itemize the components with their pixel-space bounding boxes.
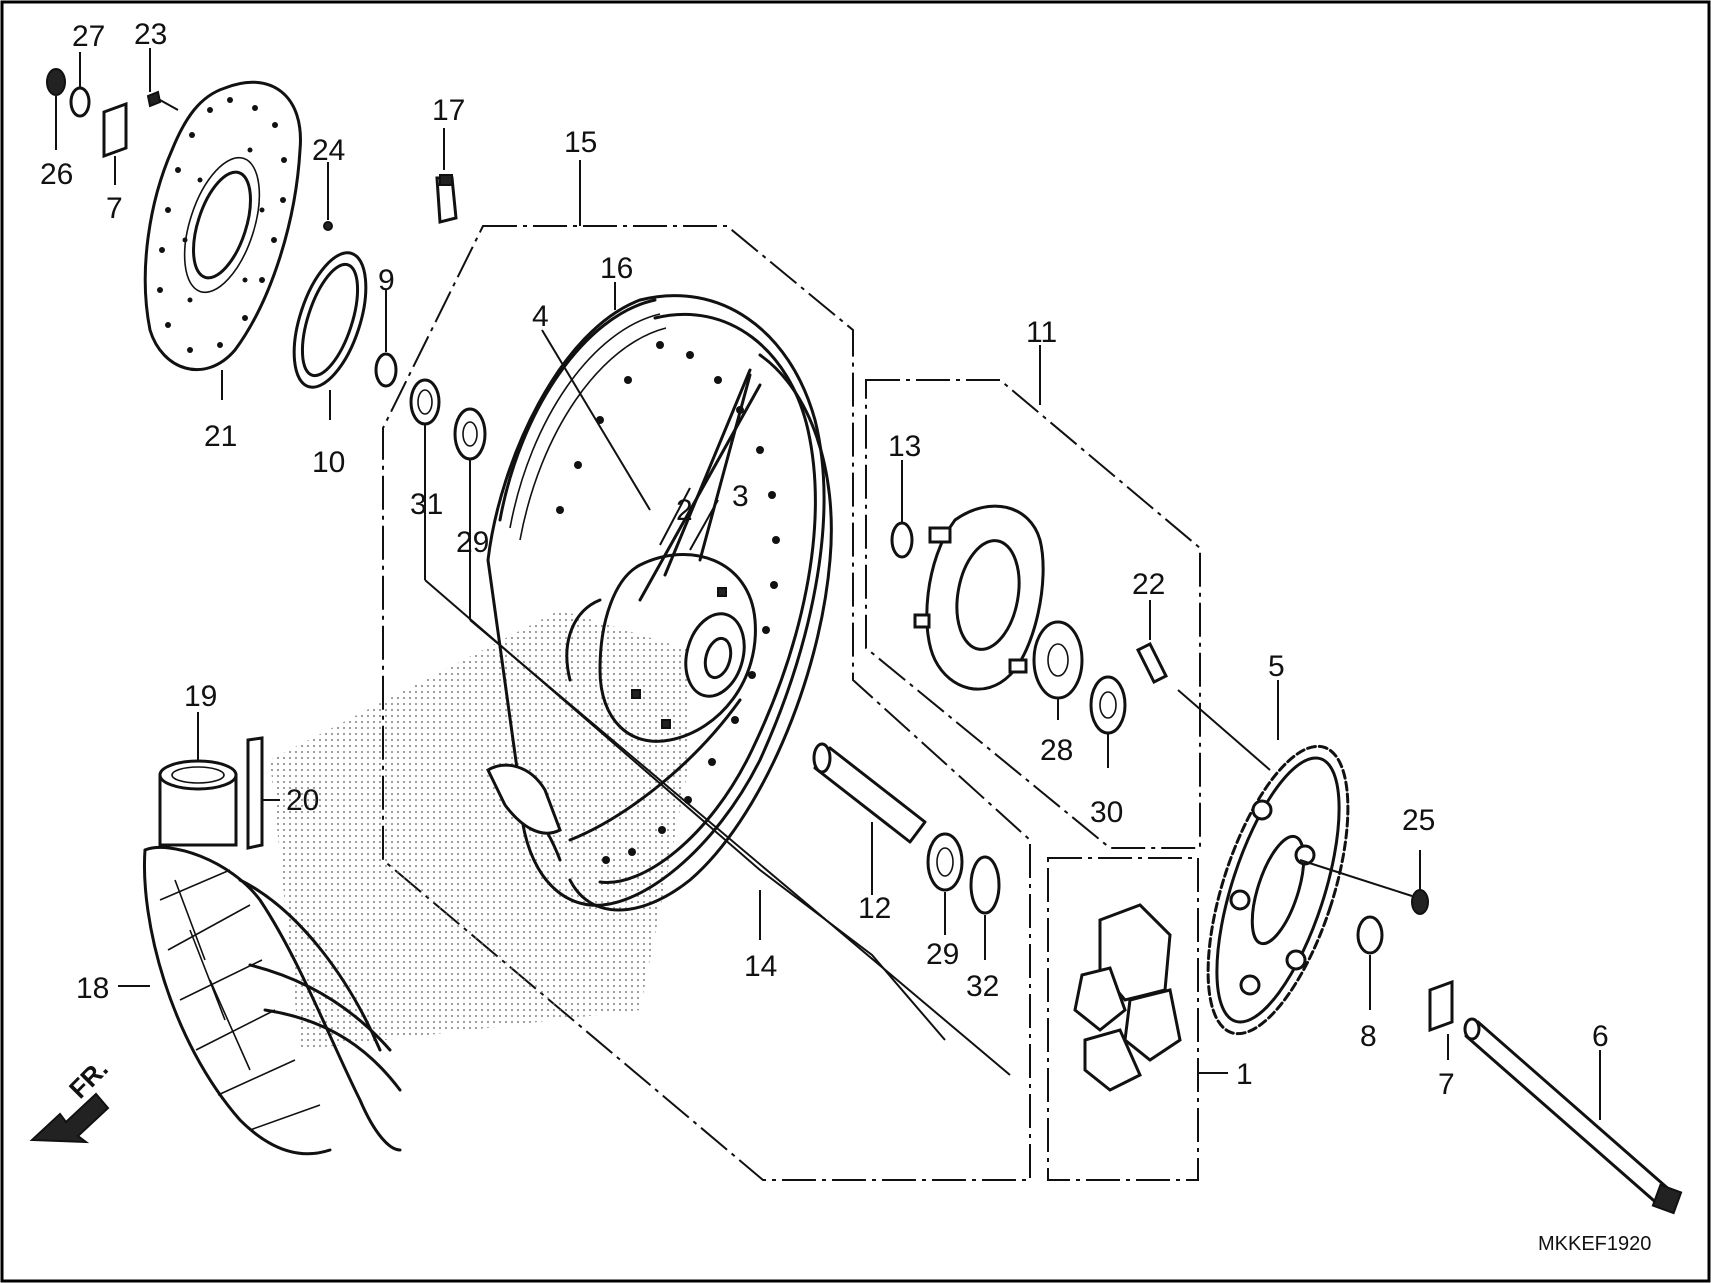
shading [270, 610, 690, 1050]
callout-1: 1 [1236, 1058, 1253, 1091]
plate-7-bottom [1428, 979, 1454, 1033]
bearing-29-left [453, 407, 487, 461]
callout-25: 25 [1402, 804, 1435, 837]
front-direction-label: FR. [63, 1053, 114, 1104]
callout-8: 8 [1360, 1020, 1377, 1053]
callout-31: 31 [410, 488, 443, 521]
group-1-outline [1047, 857, 1199, 1181]
callout-23: 23 [134, 18, 167, 51]
callout-9: 9 [378, 264, 395, 297]
callout-18: 18 [76, 972, 109, 1005]
callout-7: 7 [106, 192, 123, 225]
callout-7-bottom: 7 [1438, 1068, 1455, 1101]
callout-15: 15 [564, 126, 597, 159]
callout-29-right: 29 [926, 938, 959, 971]
collar-8 [1356, 915, 1384, 955]
group-11-outline [865, 379, 1201, 849]
callout-2: 2 [676, 494, 693, 527]
callout-12: 12 [858, 892, 891, 925]
callout-5: 5 [1268, 650, 1285, 683]
callout-10: 10 [312, 446, 345, 479]
tube-19 [158, 759, 238, 847]
callout-28: 28 [1040, 734, 1073, 767]
brake-disc [143, 80, 302, 372]
stud-22 [1135, 641, 1169, 685]
callout-16: 16 [600, 252, 633, 285]
bolt-23 [146, 90, 162, 108]
nut-25 [1411, 889, 1429, 915]
diagram-code: MKKEF1920 [1538, 1233, 1651, 1255]
leader-lines [55, 48, 1601, 1120]
callout-20: 20 [286, 784, 319, 817]
rim-band-20 [246, 736, 264, 850]
ring-10 [292, 251, 368, 389]
seal-31 [409, 378, 441, 426]
tire-18 [142, 845, 402, 1156]
callout-32: 32 [966, 970, 999, 1003]
front-direction-arrow: FR. [29, 1053, 114, 1144]
collar-13 [890, 521, 914, 559]
rim-band [486, 763, 562, 835]
callout-17: 17 [432, 94, 465, 127]
callout-3: 3 [732, 480, 749, 513]
collar-9 [374, 352, 398, 388]
axle-6 [1463, 1017, 1683, 1215]
callout-11: 11 [1026, 316, 1057, 349]
bearing-28 [1032, 620, 1084, 700]
callout-29: 29 [456, 526, 489, 559]
wheel-rim [486, 294, 833, 912]
callout-19: 19 [184, 680, 217, 713]
seal-30 [1089, 675, 1127, 735]
callout-21: 21 [204, 420, 237, 453]
group-15-outline [382, 225, 1031, 1181]
callout-26: 26 [40, 158, 73, 191]
callout-4: 4 [532, 300, 549, 333]
damper-rubbers [1073, 903, 1182, 1092]
callout-30: 30 [1090, 796, 1123, 829]
callout-6: 6 [1592, 1020, 1609, 1053]
plate-7-top [102, 101, 128, 159]
callout-13: 13 [888, 430, 921, 463]
flange-11 [913, 504, 1045, 691]
oring-32 [969, 855, 1001, 915]
callout-27: 27 [72, 20, 105, 53]
callouts: 27 23 26 7 24 21 10 17 9 15 16 4 31 29 2… [40, 18, 1609, 1101]
nut-26 [46, 68, 66, 96]
callout-22: 22 [1132, 568, 1165, 601]
washer-27 [69, 86, 91, 118]
callout-24: 24 [312, 134, 345, 167]
bolt-24 [323, 221, 333, 231]
axle-collar-12 [812, 742, 927, 844]
bearing-29-right [926, 832, 964, 892]
callout-14: 14 [744, 950, 777, 983]
sprocket-5 [1206, 744, 1350, 1036]
